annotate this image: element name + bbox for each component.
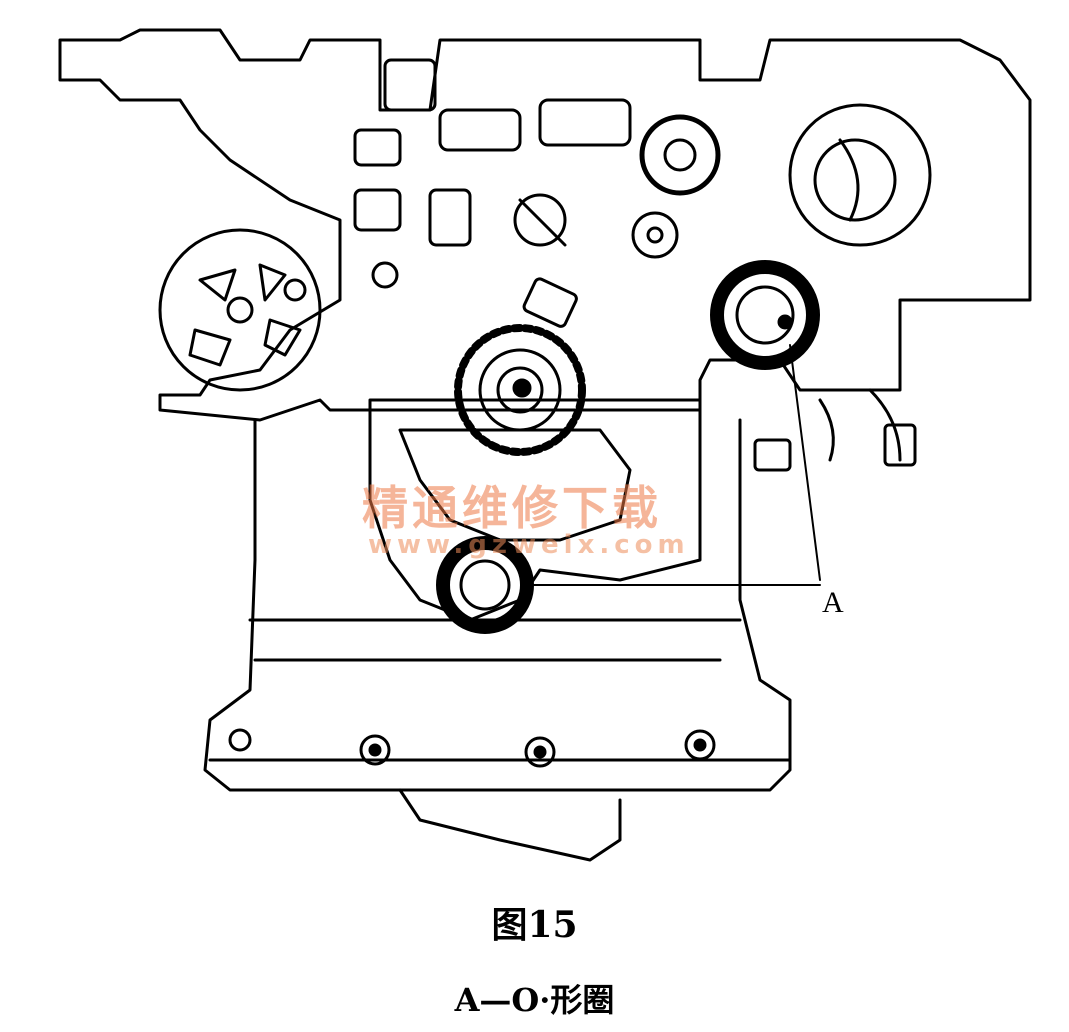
o-ring-lower	[436, 536, 534, 634]
block-pocket	[538, 98, 632, 147]
small-pulley	[631, 211, 679, 259]
water-pump-pulley	[158, 228, 322, 392]
cam-sensor	[522, 277, 578, 328]
block-pocket	[428, 188, 472, 247]
oil-pan	[203, 418, 792, 792]
idler-bolt	[663, 138, 697, 172]
block-pocket	[353, 188, 402, 232]
block-pocket	[383, 58, 437, 112]
pan-bolt	[684, 729, 716, 761]
side-bolt	[753, 438, 792, 472]
watermark-url: www.gzweix.com	[368, 530, 690, 560]
idler-pulley	[639, 114, 721, 196]
o-ring-upper	[710, 260, 820, 370]
pan-bolt	[524, 736, 556, 768]
block-pocket	[353, 128, 402, 167]
callout-leader	[789, 344, 821, 581]
block-pocket	[438, 108, 522, 152]
pan-bolt	[359, 734, 391, 766]
camshaft-bore	[788, 103, 932, 247]
figure-legend: A—O·形圈	[454, 981, 615, 1019]
callout-label-a: A	[822, 586, 844, 619]
engine-front-diagram	[58, 28, 1032, 862]
figure-number: 图15	[491, 904, 578, 946]
camshaft-bore-inner	[813, 138, 897, 222]
watermark-text: 精通维修下载	[362, 481, 662, 535]
port-hole	[513, 193, 567, 247]
crank-sprocket	[454, 324, 586, 456]
